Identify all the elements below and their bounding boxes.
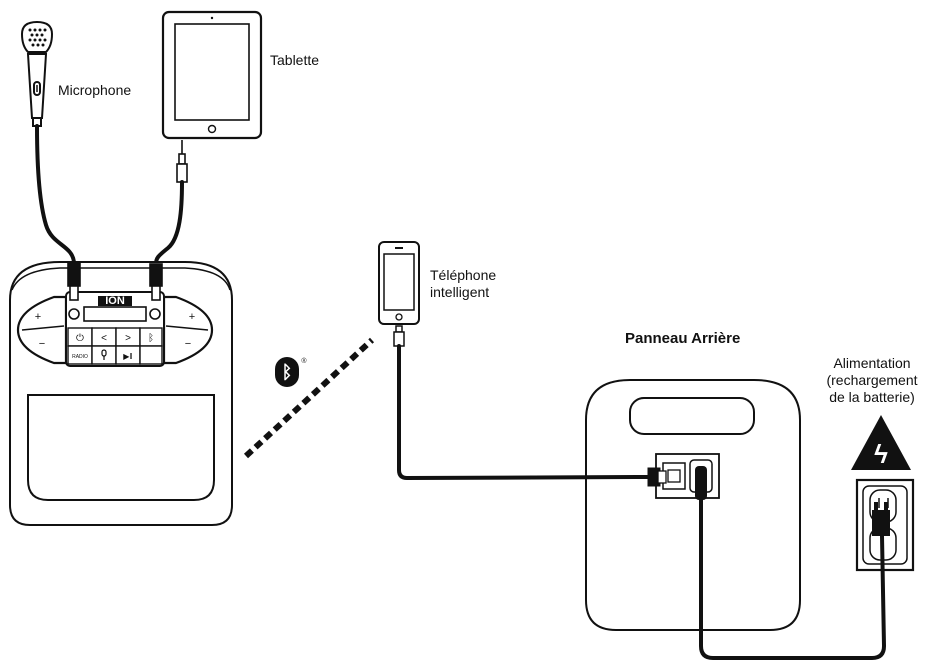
- inserted-plugs: [67, 261, 163, 301]
- power-label-line1: Alimentation: [833, 355, 911, 371]
- tablet-label: Tablette: [270, 52, 320, 68]
- phone-screen: [383, 253, 415, 311]
- speaker-grille: [27, 394, 215, 501]
- bluetooth-badge: [275, 357, 299, 387]
- smartphone: [378, 241, 420, 325]
- smartphone-label: Téléphone intelligent: [430, 267, 496, 301]
- rear-usb-plug: [647, 467, 667, 487]
- left-volume-pod: [16, 295, 68, 365]
- wireless-dashed-line: [243, 337, 375, 459]
- smartphone-label-line2: intelligent: [430, 284, 490, 300]
- bluetooth-link: ᛒ ®: [243, 337, 375, 459]
- microphone-head: [20, 20, 54, 53]
- cables-top: [35, 124, 184, 266]
- power-label-line2: (rechargement: [826, 372, 918, 388]
- power-label: Alimentation (rechargement de la batteri…: [812, 355, 932, 406]
- microphone-label: Microphone: [58, 82, 132, 98]
- aux-input-jack: [149, 308, 161, 320]
- lightning-icon: ϟ: [874, 439, 888, 469]
- wall-plug: [872, 502, 890, 536]
- radio-label: RADIO: [72, 354, 88, 360]
- control-panel: [16, 291, 214, 367]
- rear-power-plug: [695, 466, 707, 500]
- warning-sign: ϟ: [851, 415, 911, 470]
- left-plus-symbol: +: [35, 311, 41, 323]
- next-symbol: >: [125, 333, 131, 344]
- rear-panel-title: Panneau Arrière: [625, 330, 741, 347]
- mode-button: [139, 345, 163, 365]
- cables-rear: [397, 344, 887, 660]
- power-symbol: ⏻: [76, 333, 84, 344]
- left-minus-symbol: −: [39, 338, 45, 350]
- play-pause-symbol: ▶‖: [123, 352, 132, 361]
- warning-triangle: [851, 415, 911, 470]
- microphone: [20, 20, 54, 127]
- mic-button-icon: [101, 349, 107, 360]
- speaker-rear: [585, 379, 801, 631]
- rear-handle-slot: [629, 397, 755, 435]
- bluetooth-icon: ᛒ: [282, 362, 293, 382]
- tablet-cable: [154, 180, 184, 266]
- smartphone-label-line1: Téléphone: [430, 267, 497, 283]
- tablet-audio-plug: [176, 140, 188, 183]
- phone-to-speaker-usb-cable: [397, 344, 650, 481]
- mic-input-jack: [68, 308, 80, 320]
- brand-logo: ION: [105, 295, 125, 307]
- speaker-top-band: [11, 267, 231, 291]
- bluetooth-button-symbol: ᛒ: [148, 333, 154, 344]
- phone-usb-plug: [393, 325, 405, 347]
- registered-mark: ®: [301, 357, 307, 365]
- tablet: [161, 10, 263, 140]
- right-minus-symbol: −: [185, 338, 191, 350]
- previous-symbol: <: [101, 333, 107, 344]
- mic-button: [91, 345, 117, 365]
- display-window: [83, 306, 147, 322]
- right-volume-pod: [162, 295, 214, 365]
- right-plus-symbol: +: [189, 311, 195, 323]
- power-cable: [699, 498, 887, 660]
- microphone-cable: [35, 124, 76, 264]
- tablet-home-button: [207, 124, 217, 134]
- power-label-line3: de la batterie): [829, 389, 915, 405]
- aux-plug-collar: [149, 263, 163, 287]
- rear-speaker-outline: [585, 379, 801, 631]
- tablet-screen: [174, 23, 250, 121]
- mic-plug-collar: [67, 261, 81, 287]
- phone-home-button: [395, 313, 403, 321]
